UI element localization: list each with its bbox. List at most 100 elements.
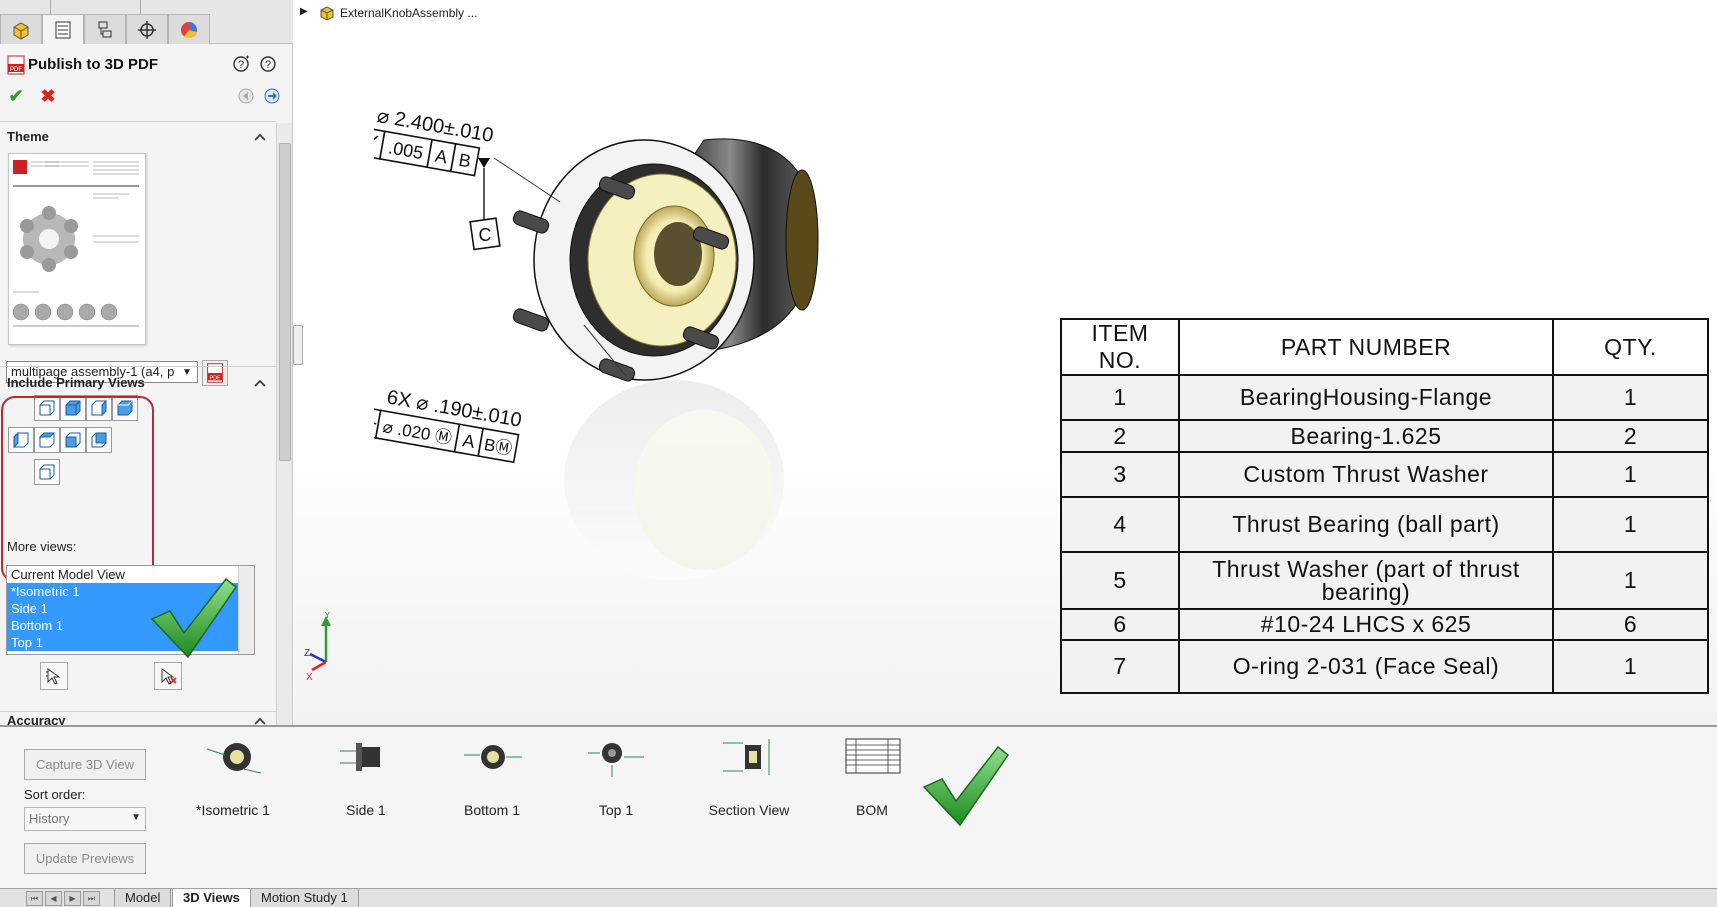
view-button-trimetric[interactable]	[86, 427, 112, 453]
graphics-area[interactable]: ▶ ExternalKnobAssembly ...	[294, 0, 1717, 725]
last-tab-icon[interactable]: ⏭	[83, 891, 100, 906]
fcf-datum-a: A	[461, 430, 476, 452]
property-manager-scrollbar[interactable]	[276, 123, 292, 725]
triad-z-label: Z	[304, 648, 310, 659]
tab-motion-study[interactable]: Motion Study 1	[250, 889, 359, 907]
dimension-annotation-bottom[interactable]: 6X ⌀ .190±.010 ⌀ .020 Ⓜ A BⓂ	[374, 381, 523, 464]
bom-item: 7	[1060, 638, 1180, 695]
clear-views-button[interactable]	[154, 662, 182, 690]
triad-y-label: Y	[324, 612, 331, 621]
tab-featuremanager[interactable]	[0, 14, 42, 44]
view-button-front[interactable]	[34, 395, 60, 421]
primary-views-group-title: Include Primary Views	[7, 375, 145, 390]
next-page-icon[interactable]	[262, 86, 282, 106]
theme-dropdown-value: multipage assembly-1 (a4, p	[11, 364, 175, 379]
thumbnail-label: Top 1	[598, 802, 634, 818]
view-thumbnail-isometric[interactable]: *Isometric 1	[173, 727, 293, 827]
scrollbar-thumb[interactable]	[279, 143, 291, 461]
dimension-annotation-top[interactable]: ⌀ 2.400±.010 .005 A B	[374, 110, 495, 178]
accuracy-group-title: Accuracy	[7, 713, 66, 725]
chevron-up-icon[interactable]	[252, 129, 268, 145]
cube-trimetric-icon	[91, 432, 107, 448]
list-item[interactable]: Current Model View	[11, 567, 125, 582]
previous-tab-icon[interactable]: ◀	[45, 891, 62, 906]
panel-resize-handle[interactable]	[293, 325, 303, 365]
tab-configurationmanager[interactable]	[84, 14, 126, 44]
cursor-clear-icon	[161, 668, 177, 685]
bom-part: Custom Thrust Washer	[1178, 451, 1554, 499]
view-thumbnail-top[interactable]: Top 1	[556, 727, 676, 827]
view-button-top[interactable]	[8, 427, 34, 453]
bom-item: 4	[1060, 496, 1180, 554]
next-tab-icon[interactable]: ▶	[64, 891, 81, 906]
list-scrollbar[interactable]	[238, 566, 254, 654]
table-row[interactable]: 3 Custom Thrust Washer 1	[1060, 451, 1709, 499]
view-thumbnail-side[interactable]: Side 1	[306, 727, 426, 827]
first-tab-icon[interactable]: ⏮	[26, 891, 43, 906]
table-row[interactable]: 6 #10-24 LHCS x 625 6	[1060, 608, 1709, 641]
flyout-tree-root[interactable]: ExternalKnobAssembly ...	[340, 6, 478, 20]
ok-check-icon[interactable]: ✔	[8, 85, 24, 106]
bom-part: Thrust Washer (part of thrust bearing)	[1178, 551, 1554, 611]
list-item[interactable]: *Isometric 1	[7, 583, 254, 600]
bom-item: 1	[1060, 374, 1180, 421]
bom-part: BearingHousing-Flange	[1178, 374, 1554, 421]
bom-part: Thrust Bearing (ball part)	[1178, 496, 1554, 554]
sort-order-dropdown[interactable]: History ▼	[24, 807, 146, 831]
tab-propertymanager[interactable]	[42, 14, 84, 44]
previous-page-icon[interactable]	[236, 86, 256, 106]
bom-table[interactable]: ITEM NO. PART NUMBER QTY. 1 BearingHousi…	[1060, 318, 1709, 695]
view-thumbnail-bom[interactable]: BOM	[812, 727, 932, 827]
view-button-isometric[interactable]	[60, 427, 86, 453]
svg-text:PDF: PDF	[209, 375, 221, 381]
bom-part: O-ring 2-031 (Face Seal)	[1178, 638, 1554, 695]
view-button-dimetric[interactable]	[34, 459, 60, 485]
tab-dimxpert[interactable]	[126, 14, 168, 44]
cube-back-icon	[65, 400, 81, 416]
update-previews-button[interactable]: Update Previews	[24, 843, 146, 874]
table-row[interactable]: 1 BearingHousing-Flange 1	[1060, 374, 1709, 421]
bom-item: 5	[1060, 551, 1180, 611]
view-button-left[interactable]	[86, 395, 112, 421]
group-divider	[0, 366, 276, 367]
reference-triad[interactable]: Y Z X	[304, 612, 354, 682]
cursor-select-icon	[46, 668, 61, 685]
view-button-back[interactable]	[60, 395, 86, 421]
view-thumbnail-bottom[interactable]: Bottom 1	[432, 727, 552, 827]
property-list-icon	[55, 21, 71, 38]
dropdown-arrow-icon: ▼	[131, 812, 141, 823]
select-views-button[interactable]	[40, 662, 68, 690]
table-row[interactable]: 5 Thrust Washer (part of thrust bearing)…	[1060, 551, 1709, 611]
view-button-right[interactable]	[112, 395, 138, 421]
table-row[interactable]: 7 O-ring 2-031 (Face Seal) 1	[1060, 638, 1709, 695]
bom-header-row: ITEM NO. PART NUMBER QTY.	[1060, 318, 1709, 376]
configuration-icon	[98, 21, 112, 37]
sort-order-value: History	[29, 811, 70, 826]
list-item[interactable]: Side 1	[7, 600, 254, 617]
view-button-bottom[interactable]	[34, 427, 60, 453]
table-row[interactable]: 2 Bearing-1.625 2	[1060, 418, 1709, 454]
thumbnail-label: Section View	[708, 802, 790, 818]
flyout-tree-arrow-icon[interactable]: ▶	[300, 6, 308, 17]
fcf-datum-b: B	[457, 150, 472, 172]
help-icon[interactable]: ?	[258, 54, 278, 74]
tab-3d-views[interactable]: 3D Views	[172, 889, 251, 907]
assembly-model-render[interactable]: ⌀ 2.400±.010 .005 A B C 6X ⌀ .190±.010	[374, 110, 894, 670]
theme-group-title: Theme	[7, 129, 49, 144]
bom-qty: 1	[1552, 638, 1709, 695]
dropdown-arrow-icon: ▼	[182, 366, 192, 378]
chevron-up-icon[interactable]	[252, 375, 268, 391]
cancel-x-icon[interactable]: ✖	[40, 85, 56, 106]
datum-c-label: C	[479, 225, 492, 245]
tab-model[interactable]: Model	[114, 889, 172, 907]
whats-wrong-help-icon[interactable]: ?	[232, 54, 252, 74]
green-checkmark-icon	[922, 745, 1010, 827]
chevron-up-icon[interactable]	[252, 713, 268, 725]
tab-display-manager[interactable]	[168, 14, 210, 44]
edit-theme-button[interactable]: PDF	[202, 360, 228, 386]
cube-top-icon	[13, 431, 29, 449]
view-thumbnail-section[interactable]: Section View	[689, 727, 809, 827]
property-manager-panel: PDF Publish to 3D PDF ? ? ✔ ✖ Theme	[0, 0, 293, 725]
table-row[interactable]: 4 Thrust Bearing (ball part) 1	[1060, 496, 1709, 554]
capture-3d-view-button[interactable]: Capture 3D View	[24, 749, 146, 780]
